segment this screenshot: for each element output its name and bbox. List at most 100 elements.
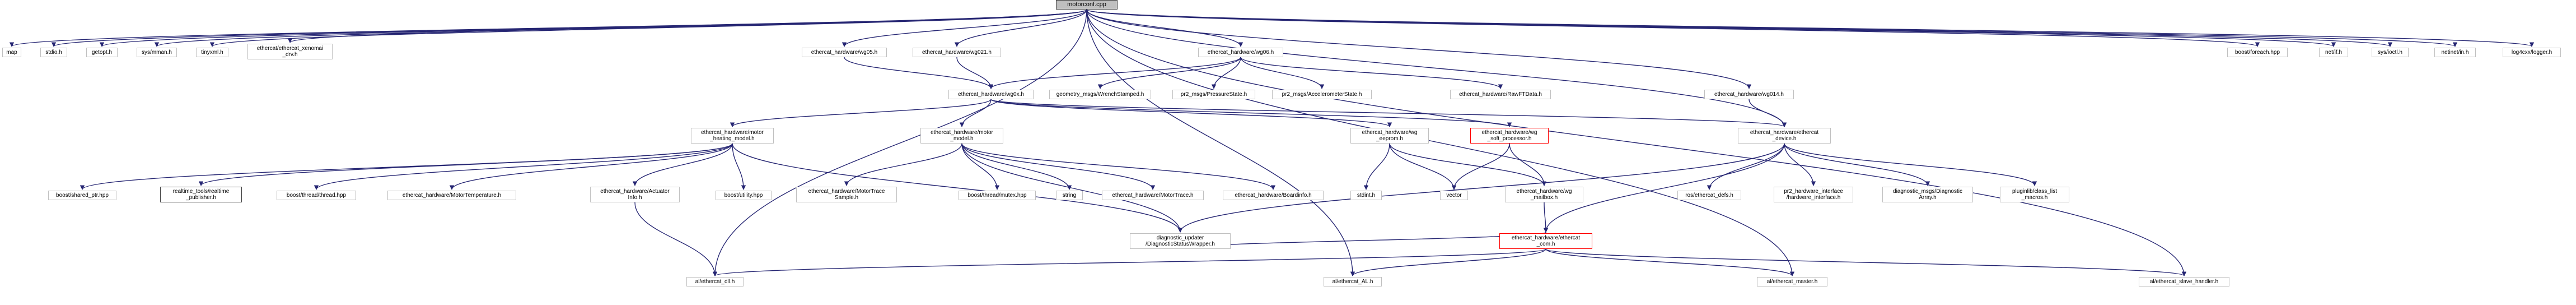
graph-node[interactable]: getopt.h xyxy=(86,48,118,57)
graph-edge xyxy=(961,143,1276,190)
graph-edge xyxy=(1748,99,1787,127)
graph-node[interactable]: ethercat_hardware/RawFTData.h xyxy=(1450,90,1551,99)
graph-node[interactable]: vector xyxy=(1440,191,1468,200)
graph-node[interactable]: ethercat_hardware/MotorTrace.h xyxy=(1102,191,1204,200)
graph-edge xyxy=(844,57,994,89)
graph-edge xyxy=(713,248,1546,276)
graph-node[interactable]: boost/shared_ptr.hpp xyxy=(48,191,116,200)
graph-edge xyxy=(1784,143,2037,186)
graph-edge xyxy=(1211,57,1241,89)
graph-node[interactable]: ethercat_hardware/MotorTrace Sample.h xyxy=(796,187,897,202)
graph-edge xyxy=(990,99,1787,127)
graph-edge xyxy=(1451,143,1510,190)
graph-edge xyxy=(632,143,733,186)
graph-edge xyxy=(1086,9,2260,47)
graph-edge xyxy=(988,57,1241,89)
graph-edge xyxy=(100,9,1087,47)
graph-edge xyxy=(1509,143,1547,186)
graph-edge xyxy=(1086,9,2392,47)
graph-edge xyxy=(961,143,1183,233)
graph-edge xyxy=(1180,232,1548,249)
graph-edge xyxy=(1784,143,1816,186)
graph-node[interactable]: diagnostic_msgs/Diagnostic Array.h xyxy=(1882,187,1973,202)
graph-edge xyxy=(1086,9,1787,127)
graph-edge xyxy=(449,143,733,190)
graph-node[interactable]: boost/thread/mutex.hpp xyxy=(959,191,1036,200)
graph-edge xyxy=(1543,202,1549,233)
graph-edge xyxy=(1707,143,1785,190)
graph-node[interactable]: stdint.h xyxy=(1350,191,1382,200)
graph-node[interactable]: realtime_tools/realtime _publisher.h xyxy=(160,187,242,202)
graph-edge xyxy=(961,143,1072,190)
graph-node[interactable]: ethercat_hardware/ethercat _device.h xyxy=(1738,128,1831,144)
graph-node[interactable]: pr2_msgs/PressureState.h xyxy=(1172,90,1255,99)
graph-node[interactable]: boost/foreach.hpp xyxy=(2227,48,2288,57)
graph-edge xyxy=(732,143,746,190)
graph-node[interactable]: map xyxy=(2,48,21,57)
graph-node[interactable]: log4cxx/logger.h xyxy=(2503,48,2561,57)
graph-node[interactable]: ethercat_hardware/wg014.h xyxy=(1704,90,1794,99)
graph-node[interactable]: ethercat_hardware/wg06.h xyxy=(1198,48,1283,57)
graph-node[interactable]: boost/thread/thread.hpp xyxy=(277,191,356,200)
graph-node[interactable]: ethercat_hardware/MotorTemperature.h xyxy=(387,191,516,200)
graph-edge xyxy=(80,143,733,190)
graph-node[interactable]: ethercat_hardware/wg021.h xyxy=(913,48,1001,57)
graph-node[interactable]: ros/ethercat_defs.h xyxy=(1677,191,1741,200)
graph-edge xyxy=(634,202,718,276)
graph-node[interactable]: ethercat_hardware/wg0x.h xyxy=(948,90,1034,99)
graph-node[interactable]: ethercat_hardware/motor _model.h xyxy=(920,128,1003,144)
graph-edge xyxy=(1240,57,1325,89)
graph-edge xyxy=(1545,248,1795,276)
graph-node[interactable]: netinet/in.h xyxy=(2434,48,2476,57)
graph-node[interactable]: al/ethercat_master.h xyxy=(1757,277,1827,286)
graph-node[interactable]: sys/mman.h xyxy=(137,48,177,57)
graph-node[interactable]: pluginlib/class_list _macros.h xyxy=(2000,187,2069,202)
graph-edge xyxy=(1086,9,2534,47)
graph-node[interactable]: string xyxy=(1056,191,1083,200)
graph-edge xyxy=(1086,9,2457,47)
graph-edge xyxy=(730,99,992,127)
graph-node[interactable]: pr2_msgs/AccelerometerState.h xyxy=(1272,90,1372,99)
graph-edge xyxy=(1389,143,1547,186)
graph-node[interactable]: ethercat_hardware/wg05.h xyxy=(802,48,887,57)
graph-node[interactable]: net/if.h xyxy=(2319,48,2348,57)
graph-edge xyxy=(155,9,1087,47)
graph-edge xyxy=(956,57,994,89)
graph-edge xyxy=(199,143,733,186)
graph-edge xyxy=(1177,143,1785,233)
graph-node[interactable]: diagnostic_updater /DiagnosticStatusWrap… xyxy=(1130,233,1231,249)
graph-node[interactable]: ethercat_hardware/wg _mailbox.h xyxy=(1505,187,1583,202)
graph-edge xyxy=(1545,248,2186,276)
graph-edge xyxy=(1086,9,1243,47)
graph-edge xyxy=(844,143,962,186)
graph-edge xyxy=(1086,9,2336,47)
graph-edge xyxy=(961,143,1000,190)
graph-node[interactable]: ethercat_hardware/Actuator Info.h xyxy=(590,187,680,202)
graph-node[interactable]: ethercat_hardware/wg _eeprom.h xyxy=(1350,128,1429,144)
graph-edge xyxy=(288,9,1087,43)
graph-node[interactable]: boost/utility.hpp xyxy=(716,191,772,200)
graph-edge xyxy=(954,9,1087,47)
graph-node[interactable]: ethercat_hardware/Boardinfo.h xyxy=(1223,191,1324,200)
graph-node[interactable]: motorconf.cpp xyxy=(1056,0,1118,10)
graph-edge xyxy=(1784,143,1930,186)
graph-node[interactable]: stdio.h xyxy=(40,48,67,57)
graph-node[interactable]: geometry_msgs/WrenchStamped.h xyxy=(1049,90,1151,99)
graph-node[interactable]: tinyxml.h xyxy=(196,48,228,57)
graph-edge xyxy=(961,143,1156,190)
graph-edge xyxy=(52,9,1087,47)
graph-node[interactable]: ethercat_hardware/motor _heating_model.h xyxy=(691,128,774,144)
graph-node[interactable]: al/ethercat_slave_handler.h xyxy=(2139,277,2229,286)
graph-node[interactable]: pr2_hardware_interface /hardware_interfa… xyxy=(1774,187,1853,202)
graph-edge xyxy=(1240,57,1503,89)
graph-edge xyxy=(959,99,992,127)
graph-node[interactable]: ethercat_hardware/ethercat _com.h xyxy=(1499,233,1592,249)
graph-node[interactable]: al/ethercat_dll.h xyxy=(686,277,744,286)
graph-edge xyxy=(314,143,733,190)
graph-node[interactable]: sys/ioctl.h xyxy=(2372,48,2409,57)
graph-node[interactable]: al/ethercat_AL.h xyxy=(1324,277,1382,286)
graph-node[interactable]: ethercat_hardware/wg _soft_processor.h xyxy=(1470,128,1549,144)
graph-node[interactable]: ethercat/ethercat_xenomai _drv.h xyxy=(247,44,333,59)
graph-edge xyxy=(1363,143,1390,190)
